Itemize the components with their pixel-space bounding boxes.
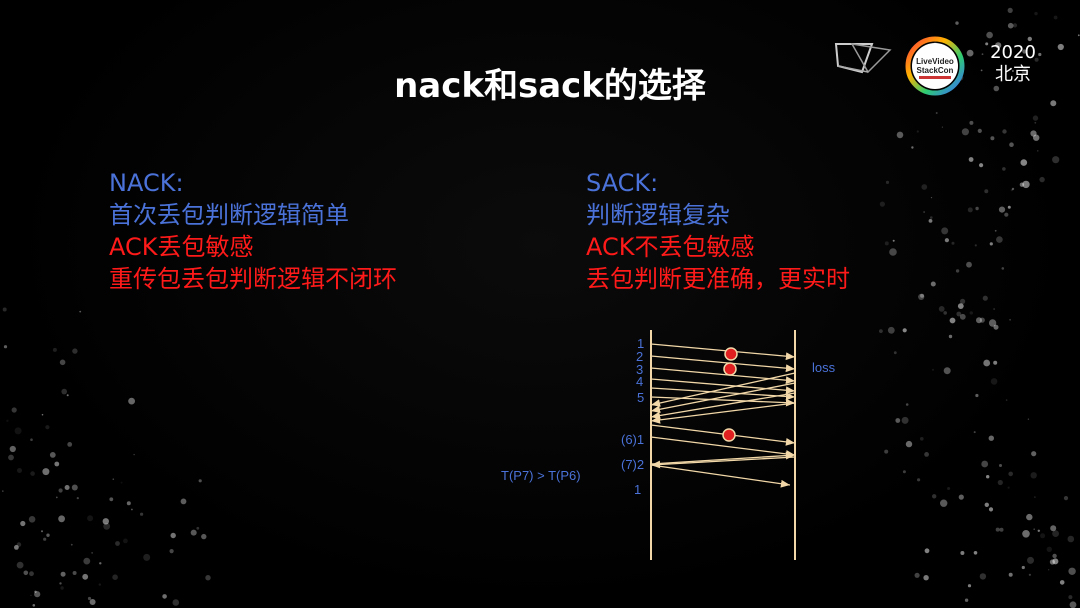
svg-text:StackCon: StackCon (917, 66, 954, 75)
svg-text:LiveVideo: LiveVideo (916, 57, 954, 66)
seq-label-4: 4 (636, 374, 644, 389)
nack-line-3: 重传包丢包判断逻辑不闭环 (109, 265, 397, 293)
sack-heading: SACK: (586, 169, 659, 197)
ack-arrow (650, 392, 796, 420)
packet-arrow (650, 451, 796, 465)
condition-label: T(P7) > T(P6) (501, 468, 581, 483)
nack-heading: NACK: (109, 169, 184, 197)
ack-arrow (650, 402, 796, 424)
loss-label: loss (812, 360, 836, 375)
event-city: 北京 (995, 64, 1031, 85)
sack-line-2: ACK不丢包敏感 (586, 233, 755, 261)
nack-line-1: 首次丢包判断逻辑简单 (109, 201, 349, 229)
packet-arrow (650, 464, 791, 488)
slide-title: nack和sack的选择 (394, 66, 706, 106)
packet-arrow (650, 367, 796, 385)
loss-marker (723, 362, 737, 376)
sack-column: SACK: 判断逻辑复杂 ACK不丢包敏感 丢包判断更准确，更实时 (586, 167, 850, 295)
seq-label-7: (7)2 (621, 457, 645, 472)
packet-arrow (650, 355, 796, 373)
sack-line-1: 判断逻辑复杂 (586, 201, 730, 229)
seq-label-3: 3 (636, 362, 644, 377)
livevideo-stackcon-logo: LiveVideo StackCon (905, 36, 965, 96)
nack-column: NACK: 首次丢包判断逻辑简单 ACK丢包敏感 重传包丢包判断逻辑不闭环 (109, 167, 397, 295)
event-year: 2020 (990, 42, 1036, 63)
diamond-logo-icon (834, 43, 892, 74)
seq-label-2: 2 (636, 349, 644, 364)
packet-arrow (650, 343, 796, 361)
ack-arrow (650, 456, 796, 469)
seq-label-8: 1 (634, 482, 642, 497)
packet-arrow (650, 387, 796, 401)
packet-arrow (650, 396, 796, 407)
packet-arrow (650, 436, 796, 458)
ack-arrow (650, 382, 796, 414)
event-year-city: 2020 北京 (988, 42, 1038, 86)
ack-arrow (650, 372, 796, 407)
seq-label-1: 1 (637, 336, 645, 351)
sequence-diagram (650, 330, 796, 560)
seq-label-5: 5 (637, 390, 645, 405)
packet-arrow (650, 378, 796, 395)
loss-marker (722, 428, 736, 442)
sack-line-3: 丢包判断更准确，更实时 (586, 265, 850, 293)
seq-label-6: (6)1 (621, 432, 645, 447)
nack-line-2: ACK丢包敏感 (109, 233, 254, 261)
loss-marker (724, 347, 738, 361)
